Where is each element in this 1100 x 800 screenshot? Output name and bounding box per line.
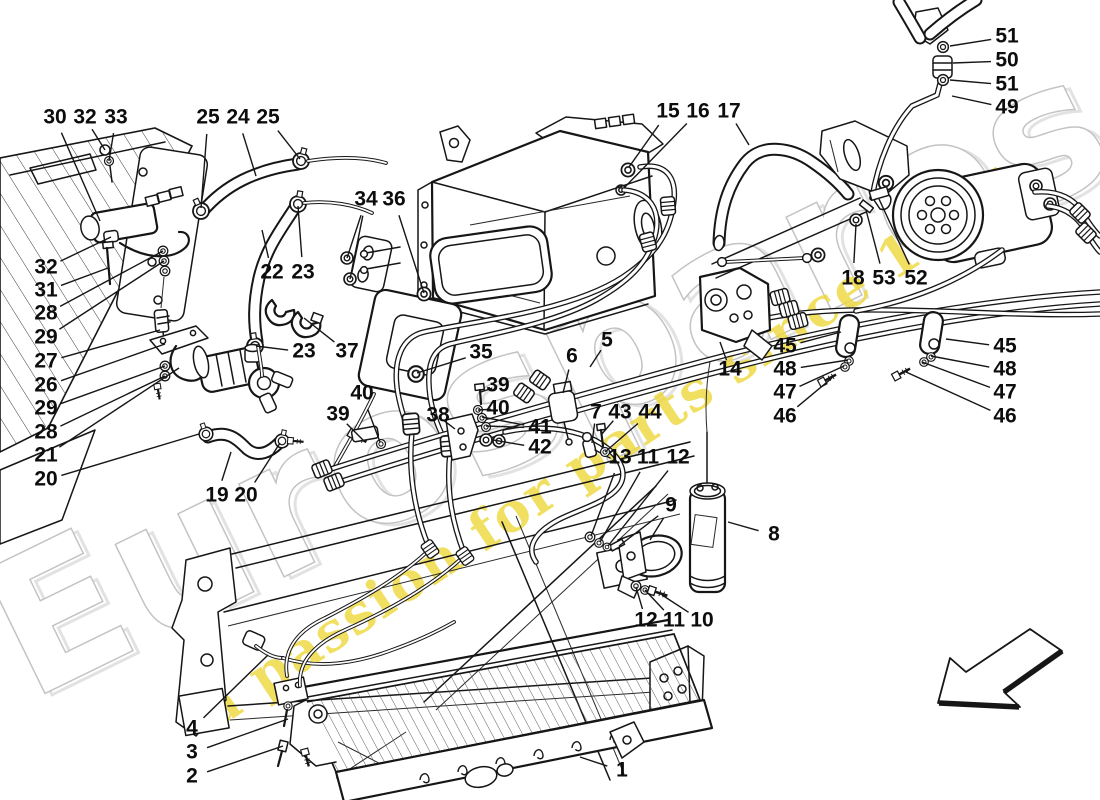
- callout-39: 39: [486, 373, 510, 397]
- callout-39: 39: [326, 402, 350, 426]
- callout-31: 31: [34, 278, 58, 302]
- callout-11: 11: [662, 608, 686, 632]
- callout-11: 11: [636, 445, 660, 469]
- callout-4: 4: [186, 716, 198, 740]
- callout-53: 53: [872, 266, 896, 290]
- callout-8: 8: [768, 522, 780, 546]
- callout-38: 38: [426, 403, 450, 427]
- callout-14: 14: [718, 357, 742, 381]
- callout-24: 24: [226, 105, 250, 129]
- callout-27: 27: [34, 349, 58, 373]
- callout-16: 16: [686, 99, 710, 123]
- callout-45: 45: [773, 334, 797, 358]
- water-pump: [192, 343, 294, 414]
- callout-20: 20: [234, 483, 258, 507]
- callout-48: 48: [773, 357, 797, 381]
- callout-36: 36: [382, 187, 406, 211]
- valve-assembly: [80, 144, 209, 402]
- callout-12: 12: [666, 445, 690, 469]
- callout-17: 17: [717, 99, 741, 123]
- callout-3: 3: [186, 740, 198, 764]
- callout-37: 37: [335, 339, 359, 363]
- callout-46: 46: [773, 404, 797, 428]
- direction-arrow-icon: [937, 628, 1064, 710]
- callout-30: 30: [43, 105, 67, 129]
- callout-47: 47: [993, 380, 1017, 404]
- callout-25: 25: [196, 105, 220, 129]
- callout-25: 25: [256, 105, 280, 129]
- hose-17: [711, 142, 867, 279]
- ac-pipes: [284, 163, 1100, 688]
- callout-48: 48: [993, 357, 1017, 381]
- callout-23: 23: [291, 260, 315, 284]
- callout-40: 40: [486, 396, 510, 420]
- callout-47: 47: [773, 380, 797, 404]
- callout-18: 18: [841, 266, 865, 290]
- receiver-dryer: [584, 361, 727, 601]
- callout-29: 29: [34, 325, 58, 349]
- callout-2: 2: [186, 764, 198, 788]
- callout-20: 20: [34, 467, 58, 491]
- callout-35: 35: [469, 340, 493, 364]
- callout-6: 6: [566, 344, 578, 368]
- callout-44: 44: [638, 400, 662, 424]
- callout-9: 9: [665, 493, 677, 517]
- evaporator-unit: [417, 113, 664, 335]
- callout-1: 1: [616, 758, 628, 782]
- callout-40: 40: [350, 381, 374, 405]
- callout-19: 19: [205, 483, 229, 507]
- heater-hoses: [187, 145, 388, 460]
- callout-21: 21: [34, 443, 58, 467]
- callout-42: 42: [528, 435, 552, 459]
- callout-10: 10: [690, 608, 714, 632]
- callout-12: 12: [634, 608, 658, 632]
- condenser-radiator: [242, 618, 714, 800]
- callout-51: 51: [995, 24, 1019, 48]
- callout-29: 29: [34, 396, 58, 420]
- callout-51: 51: [995, 72, 1019, 96]
- callout-7: 7: [590, 400, 602, 424]
- callout-28: 28: [34, 420, 58, 444]
- callout-32: 32: [73, 105, 97, 129]
- callout-23: 23: [292, 339, 316, 363]
- callout-32: 32: [34, 255, 58, 279]
- callout-43: 43: [608, 400, 632, 424]
- pipe-manifold: [698, 266, 773, 361]
- callout-13: 13: [608, 445, 632, 469]
- callout-33: 33: [104, 105, 128, 129]
- callout-50: 50: [995, 48, 1019, 72]
- compressor-assembly: [819, 0, 1100, 314]
- callout-26: 26: [34, 373, 58, 397]
- callout-41: 41: [528, 415, 552, 439]
- gasket-plates: [332, 235, 463, 470]
- callout-28: 28: [34, 301, 58, 325]
- callout-52: 52: [904, 266, 928, 290]
- pipe-clamps: [816, 311, 944, 389]
- callout-45: 45: [993, 334, 1017, 358]
- callout-15: 15: [656, 99, 680, 123]
- callout-5: 5: [601, 328, 613, 352]
- callout-49: 49: [995, 95, 1019, 119]
- callout-34: 34: [354, 187, 378, 211]
- callout-22: 22: [260, 260, 284, 284]
- callout-46: 46: [993, 404, 1017, 428]
